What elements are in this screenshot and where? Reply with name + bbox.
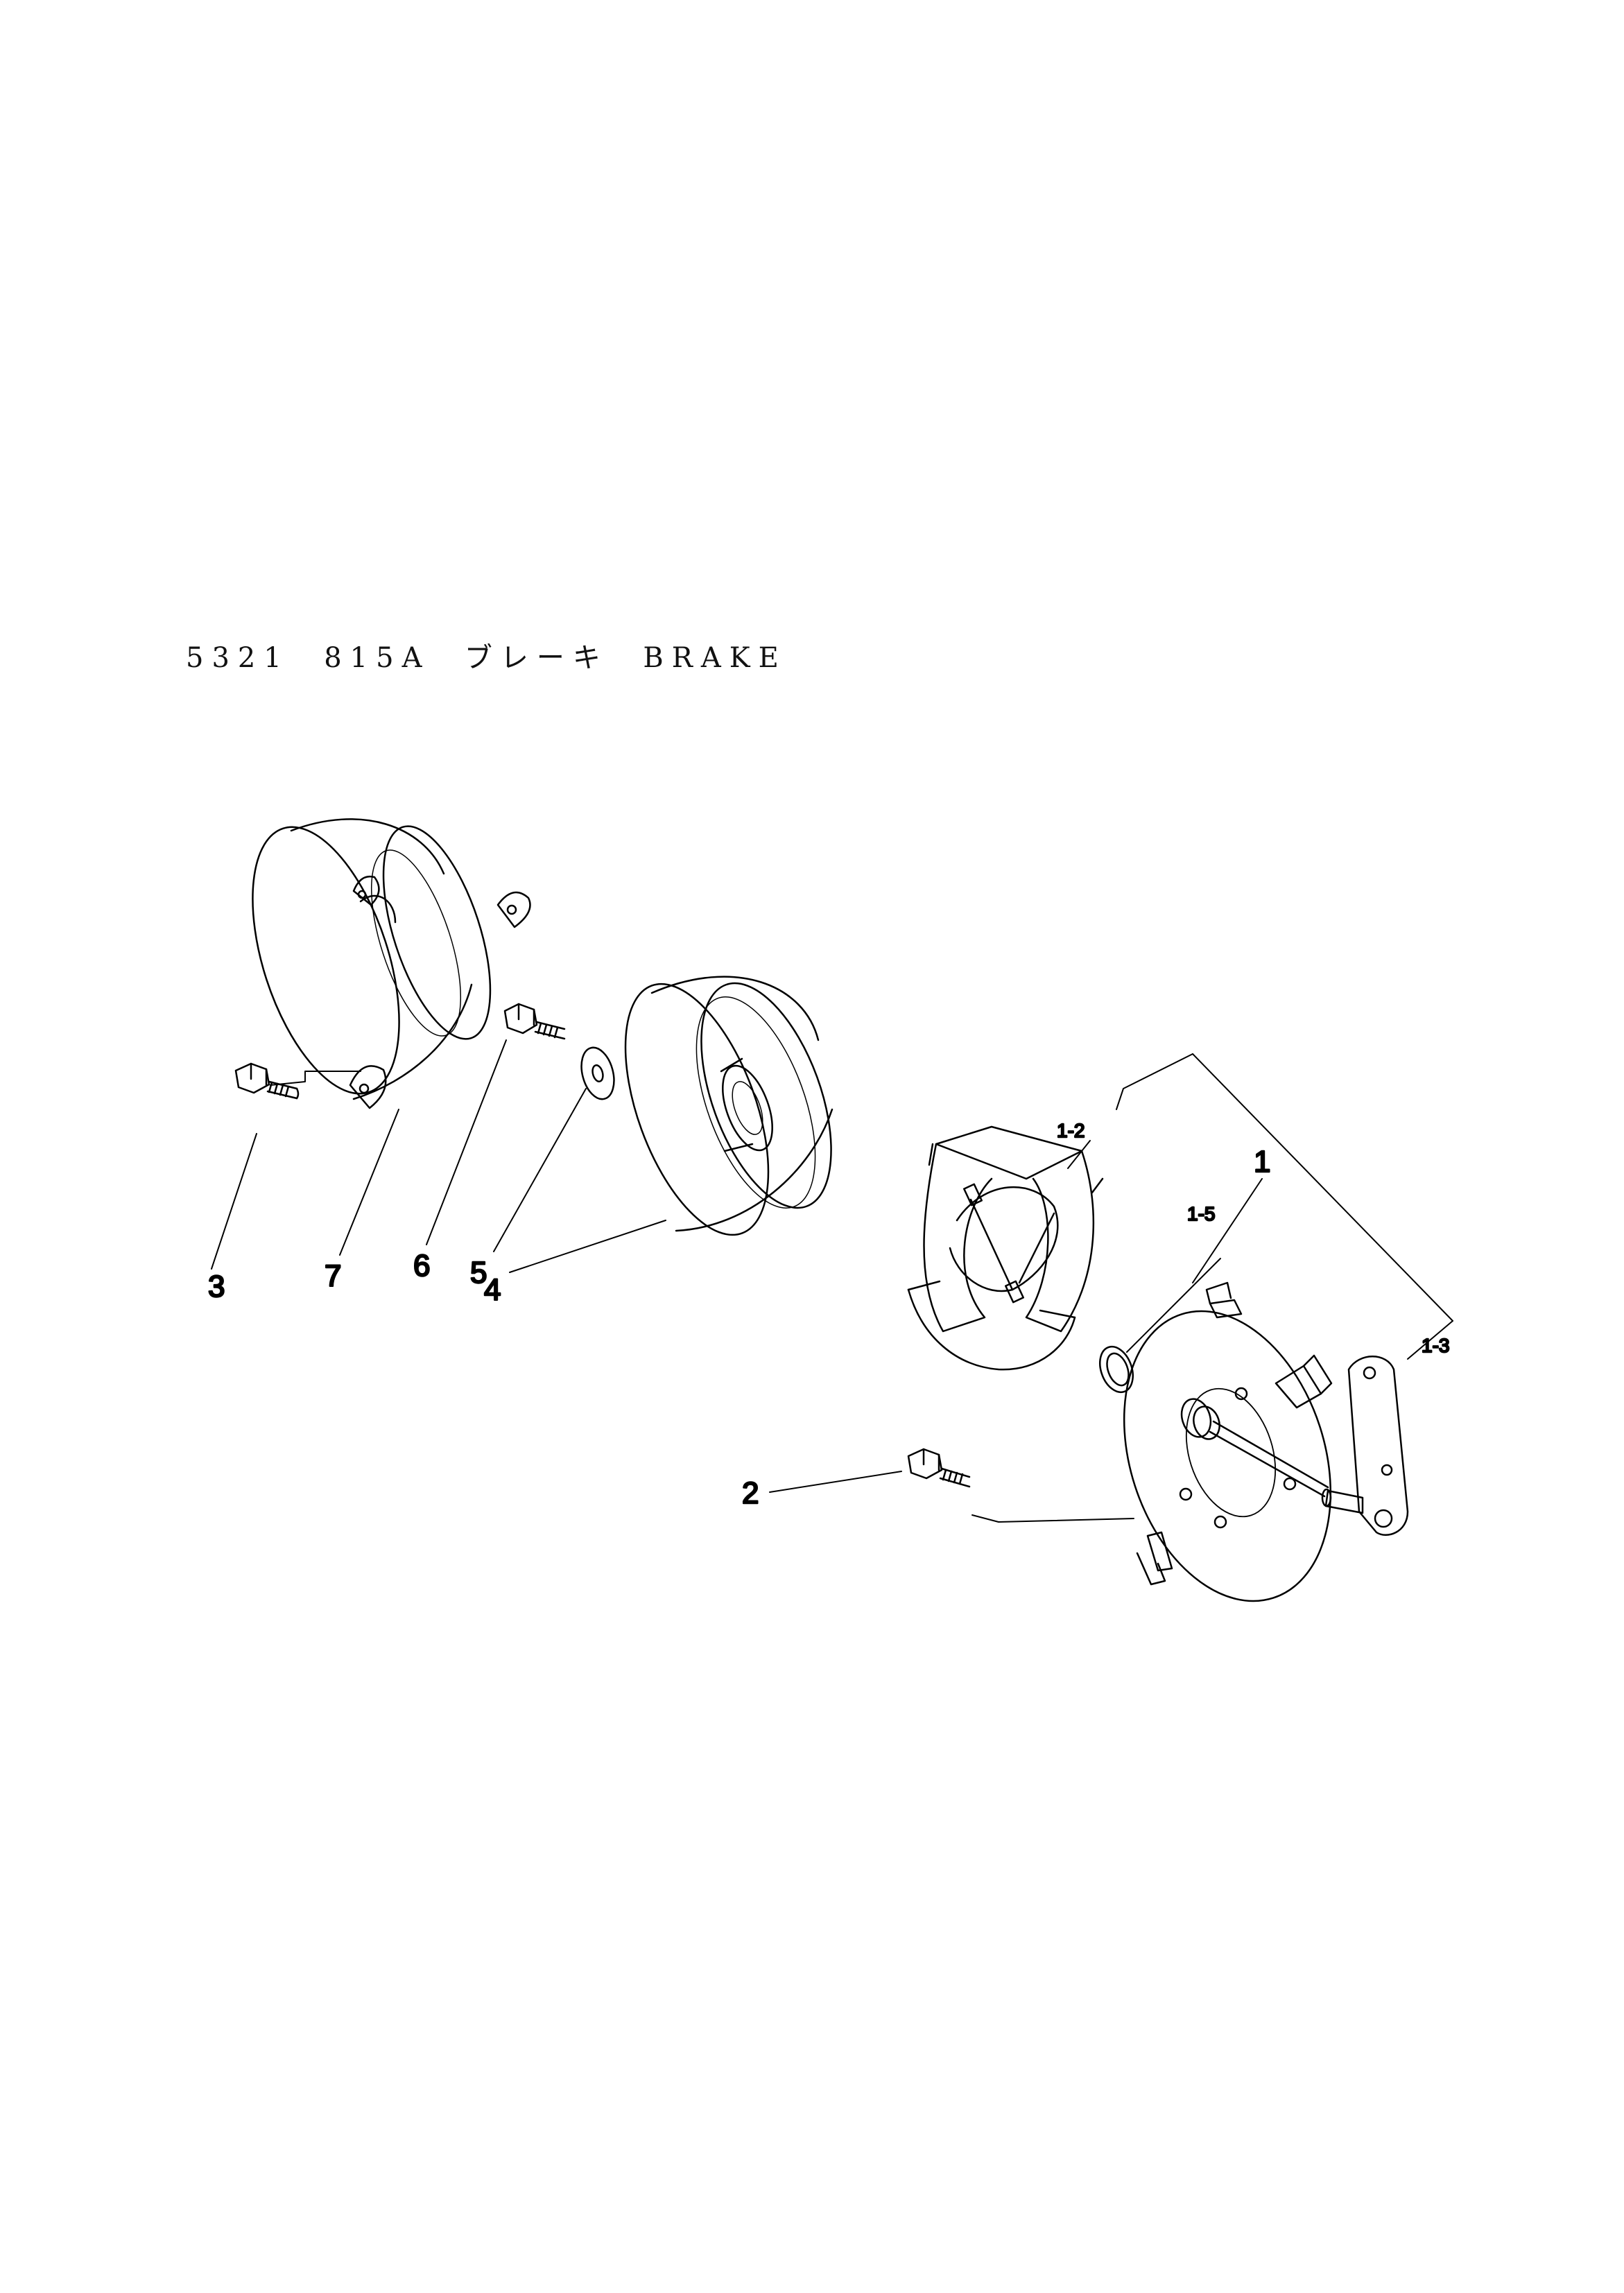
part-7-drum-cover bbox=[252, 818, 531, 1109]
callout-7: 7 bbox=[325, 1259, 341, 1293]
part-6-bolt bbox=[503, 1003, 566, 1040]
callout-1-2: 1-2 bbox=[1057, 1120, 1085, 1141]
callout-1-5: 1-5 bbox=[1187, 1203, 1215, 1225]
callout-6: 6 bbox=[413, 1249, 430, 1283]
callout-4: 4 bbox=[484, 1273, 501, 1307]
callout-1-3: 1-3 bbox=[1422, 1335, 1449, 1356]
callout-3: 3 bbox=[208, 1270, 225, 1304]
part-4-brake-drum bbox=[624, 976, 833, 1236]
part-1-3-brake-arm bbox=[1321, 1356, 1409, 1536]
part-2-bolt bbox=[907, 1448, 971, 1488]
part-1-2-brake-shoes bbox=[907, 1125, 1104, 1371]
part-1-backing-plate bbox=[1123, 1281, 1333, 1602]
page-title: 5321 815A ブレーキ BRAKE bbox=[186, 642, 787, 674]
leader-lines bbox=[211, 1039, 1453, 1523]
part-3-bolt bbox=[234, 1062, 300, 1100]
part-1-5-snap-ring bbox=[1099, 1345, 1134, 1394]
callout-2: 2 bbox=[742, 1476, 759, 1510]
part-5-washer bbox=[580, 1046, 615, 1100]
callout-1: 1 bbox=[1254, 1145, 1270, 1179]
callout-5: 5 bbox=[470, 1256, 487, 1290]
